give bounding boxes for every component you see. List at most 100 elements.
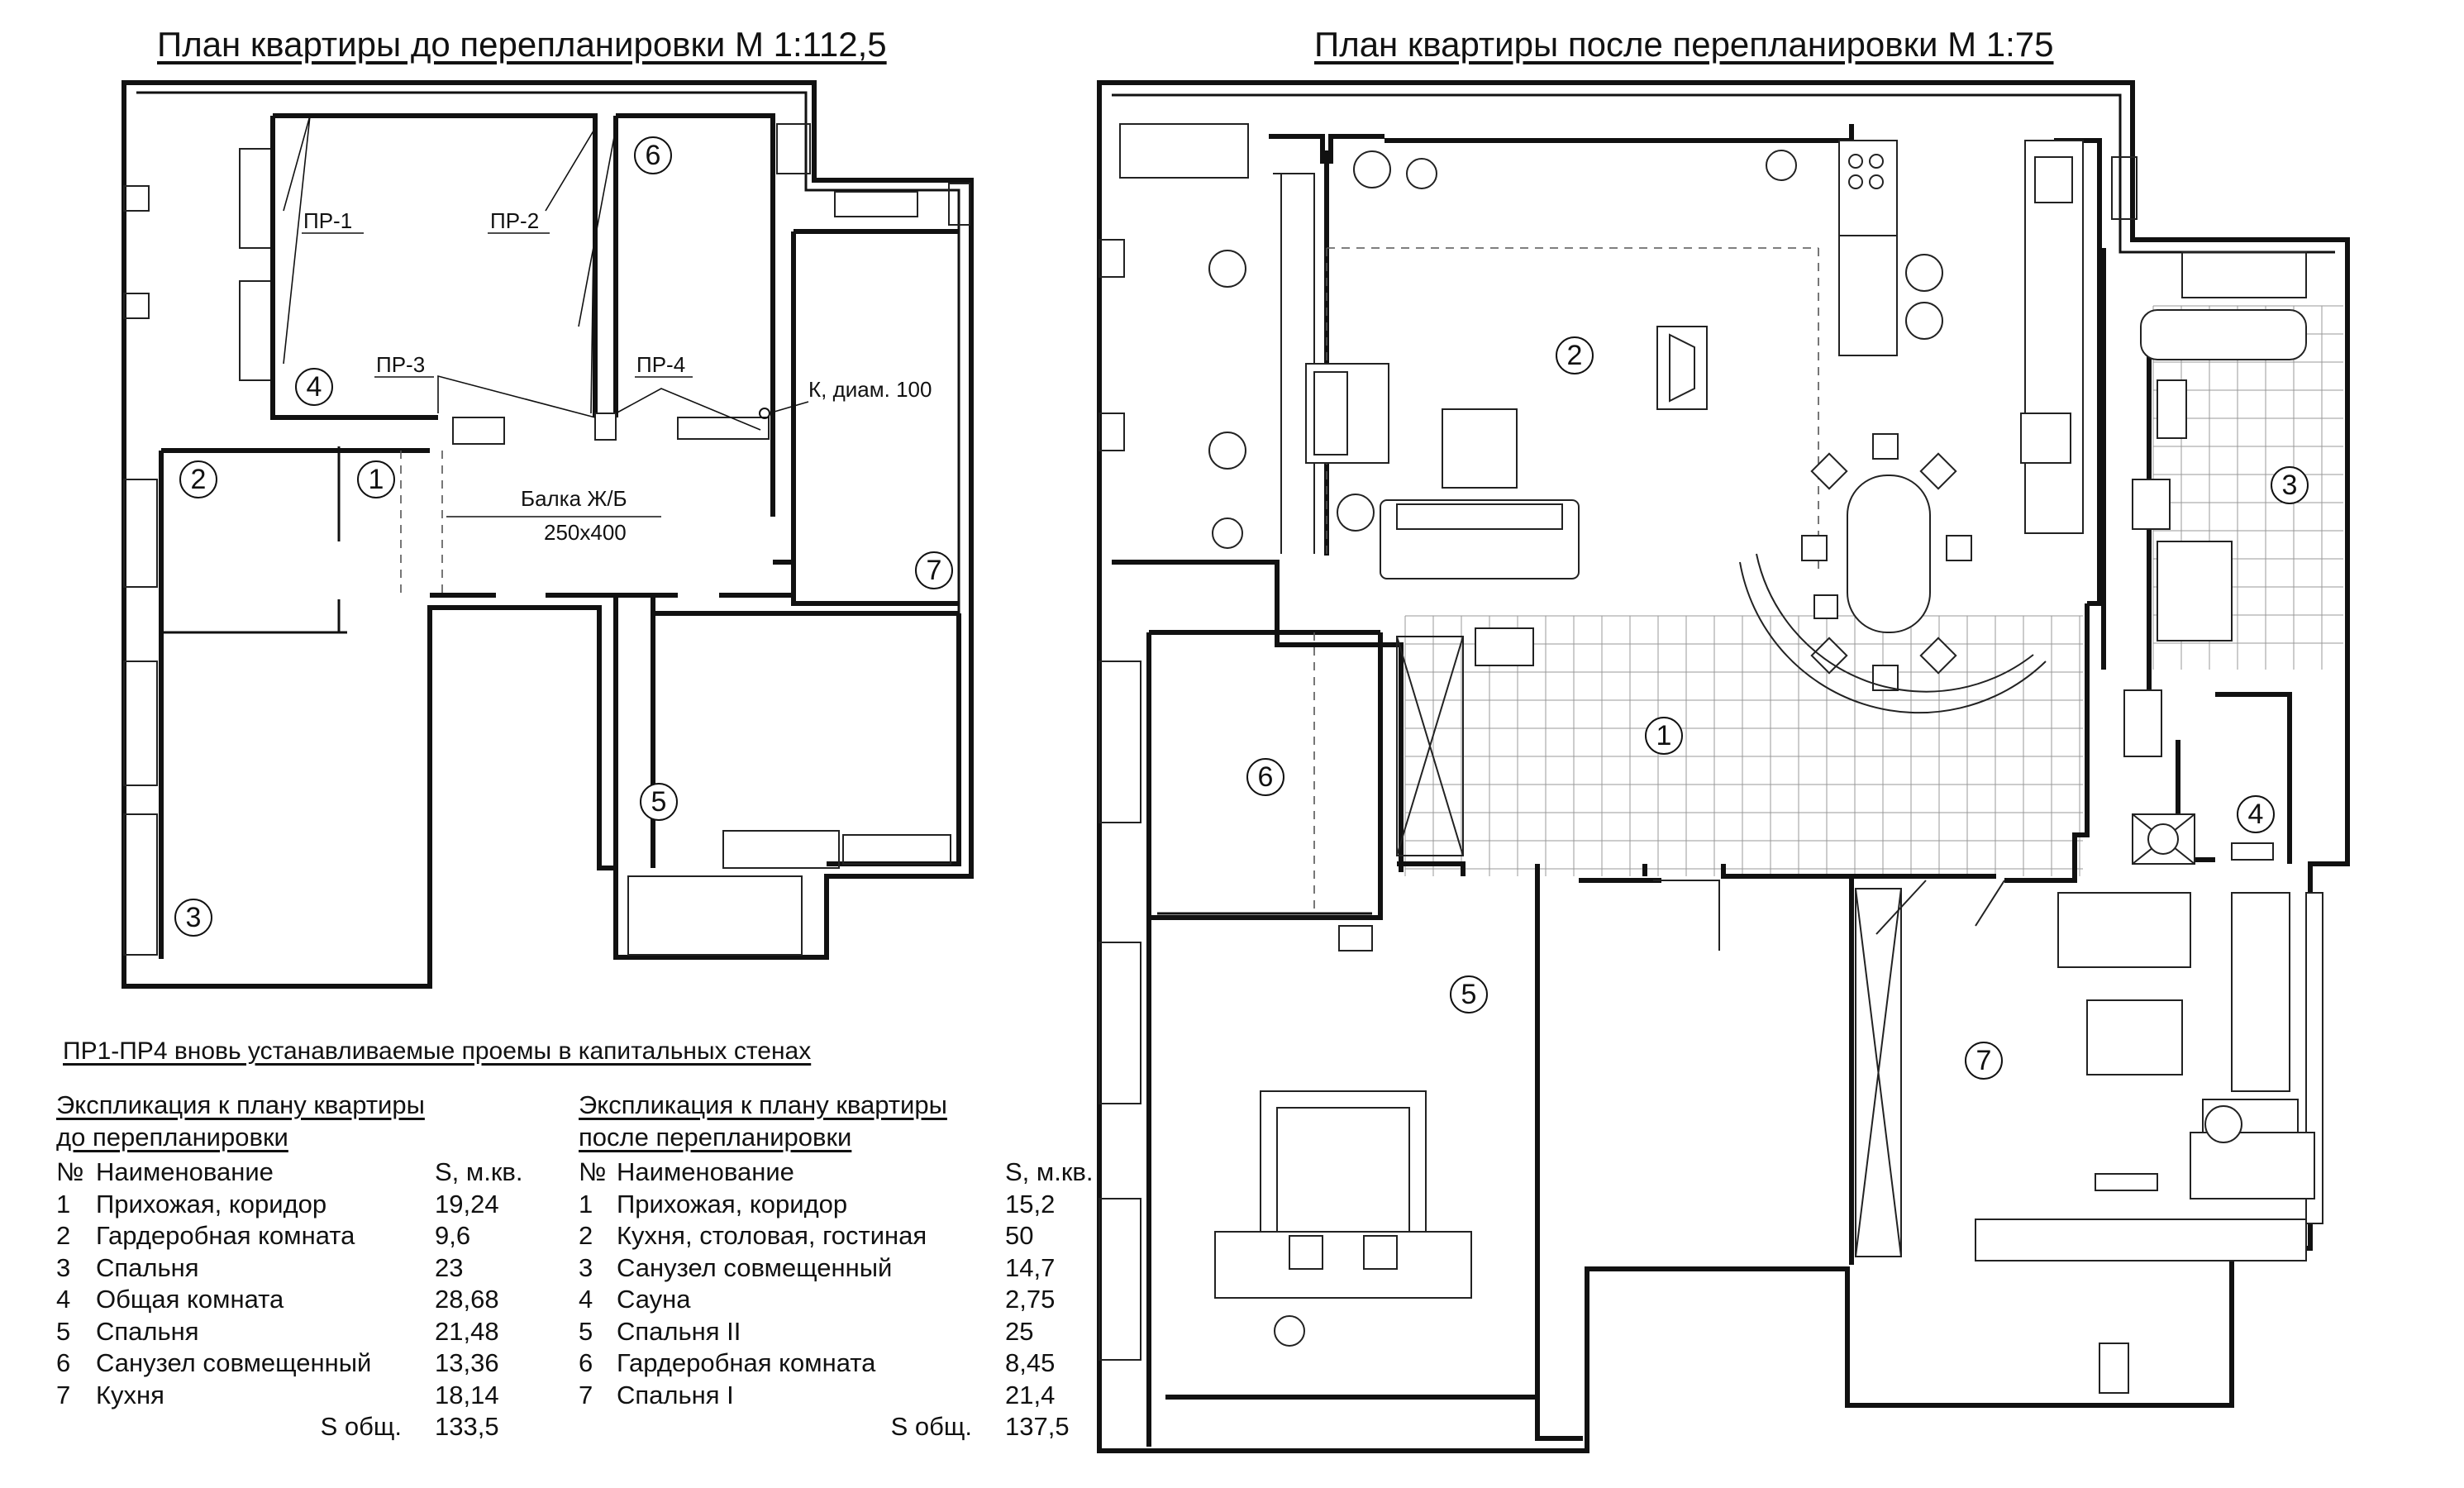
room-number-after-5: 5 — [1450, 975, 1488, 1013]
openings-note: ПР1-ПР4 вновь устанавливаемые проемы в к… — [63, 1037, 812, 1065]
row-name: Прихожая, коридор — [96, 1189, 327, 1219]
row-name: Спальня — [96, 1252, 199, 1282]
total-label: S общ. — [890, 1412, 972, 1441]
plan-after-title: План квартиры после перепланировки М 1:7… — [1314, 25, 2054, 64]
row-area: 13,36 — [435, 1348, 499, 1377]
opening-pr3-label: ПР-3 — [376, 352, 425, 377]
row-no: 1 — [56, 1189, 71, 1219]
table-row: 7 Кухня 18,14 — [56, 1380, 542, 1412]
table-row: 6 Санузел совмещенный 13,36 — [56, 1347, 542, 1380]
svg-text:3: 3 — [2282, 470, 2298, 501]
row-no: 1 — [579, 1189, 593, 1219]
row-no: 3 — [56, 1252, 71, 1282]
row-name: Кухня — [96, 1380, 164, 1409]
svg-text:6: 6 — [646, 140, 661, 171]
beam-label: Балка Ж/Б — [521, 486, 627, 511]
room-number-before-1: 1 — [357, 460, 395, 498]
table-row: 3 Спальня 23 — [56, 1252, 542, 1285]
explication-after: Экспликация к плану квартиры после переп… — [579, 1090, 1113, 1443]
row-name: Прихожая, коридор — [617, 1189, 848, 1219]
explication-after-heading-2: после перепланировки — [579, 1122, 852, 1152]
plan-before-title: План квартиры до перепланировки М 1:112,… — [157, 25, 887, 64]
col-name: Наименование — [96, 1157, 274, 1186]
explication-after-table: № Наименование S, м.кв. 1 Прихожая, корид… — [579, 1157, 1113, 1443]
row-no: 6 — [56, 1348, 71, 1377]
plant-icons — [1208, 150, 1797, 549]
row-area: 2,75 — [1005, 1285, 1056, 1314]
svg-text:5: 5 — [651, 786, 667, 818]
row-name: Санузел совмещенный — [96, 1348, 372, 1377]
row-area: 25 — [1005, 1316, 1034, 1346]
col-no: № — [579, 1157, 607, 1186]
room-number-before-5: 5 — [640, 783, 678, 821]
room-number-after-4: 4 — [2237, 795, 2275, 833]
room-number-before-4: 4 — [295, 368, 333, 406]
row-name: Санузел совмещенный — [617, 1252, 893, 1282]
row-no: 4 — [56, 1285, 71, 1314]
svg-text:6: 6 — [1258, 761, 1274, 793]
row-area: 15,2 — [1005, 1189, 1056, 1219]
room-number-after-2: 2 — [1556, 336, 1594, 374]
row-name: Спальня — [96, 1316, 199, 1346]
row-area: 50 — [1005, 1221, 1034, 1250]
total-value: 133,5 — [435, 1412, 499, 1441]
row-area: 28,68 — [435, 1285, 499, 1314]
row-name: Спальня I — [617, 1380, 734, 1409]
opening-pr4-label: ПР-4 — [636, 352, 685, 377]
row-no: 2 — [579, 1221, 593, 1250]
row-area: 23 — [435, 1252, 464, 1282]
row-no: 5 — [579, 1316, 593, 1346]
col-name: Наименование — [617, 1157, 794, 1186]
total-value: 137,5 — [1005, 1412, 1070, 1441]
opening-pr1-label: ПР-1 — [303, 208, 352, 233]
table-row: 7 Спальня I 21,4 — [579, 1380, 1113, 1412]
svg-text:1: 1 — [369, 464, 384, 495]
room-number-after-6: 6 — [1246, 758, 1284, 796]
explication-before-heading-2: до перепланировки — [56, 1122, 288, 1152]
plan-after: 1 2 3 4 5 6 7 — [1097, 80, 2364, 1453]
svg-text:4: 4 — [2248, 799, 2264, 830]
room-number-before-3: 3 — [174, 899, 212, 937]
svg-text:1: 1 — [1656, 720, 1672, 751]
row-name: Кухня, столовая, гостиная — [617, 1221, 927, 1250]
row-no: 7 — [579, 1380, 593, 1409]
opening-pr2-label: ПР-2 — [490, 208, 539, 233]
explication-before-heading-1: Экспликация к плану квартиры — [56, 1090, 425, 1119]
col-area: S, м.кв. — [435, 1157, 523, 1186]
row-name: Гардеробная комната — [96, 1221, 355, 1250]
row-no: 2 — [56, 1221, 71, 1250]
room-number-before-7: 7 — [915, 551, 953, 589]
left-windows-before — [123, 123, 811, 956]
row-no: 7 — [56, 1380, 71, 1409]
svg-text:2: 2 — [1567, 340, 1583, 371]
table-row: 1 Прихожая, коридор 15,2 — [579, 1189, 1113, 1221]
svg-text:7: 7 — [1976, 1045, 1992, 1076]
explication-before-table: № Наименование S, м.кв. 1 Прихожая, корид… — [56, 1157, 542, 1443]
row-name: Сауна — [617, 1285, 691, 1314]
row-area: 14,7 — [1005, 1252, 1056, 1282]
explication-after-heading-1: Экспликация к плану квартиры — [579, 1090, 947, 1119]
row-no: 5 — [56, 1316, 71, 1346]
svg-text:2: 2 — [191, 464, 207, 495]
table-row: 3 Санузел совмещенный 14,7 — [579, 1252, 1113, 1285]
col-no: № — [56, 1157, 84, 1186]
room-number-before-2: 2 — [179, 460, 217, 498]
table-total-row: S общ. 133,5 — [56, 1411, 542, 1443]
row-area: 9,6 — [435, 1221, 471, 1250]
col-area: S, м.кв. — [1005, 1157, 1094, 1186]
row-area: 21,4 — [1005, 1380, 1056, 1409]
table-row: 2 Гардеробная комната 9,6 — [56, 1220, 542, 1252]
row-no: 3 — [579, 1252, 593, 1282]
row-area: 8,45 — [1005, 1348, 1056, 1377]
row-area: 18,14 — [435, 1380, 499, 1409]
row-no: 6 — [579, 1348, 593, 1377]
room-number-before-6: 6 — [634, 136, 672, 174]
svg-text:3: 3 — [186, 902, 202, 933]
room-number-after-7: 7 — [1965, 1042, 2003, 1080]
